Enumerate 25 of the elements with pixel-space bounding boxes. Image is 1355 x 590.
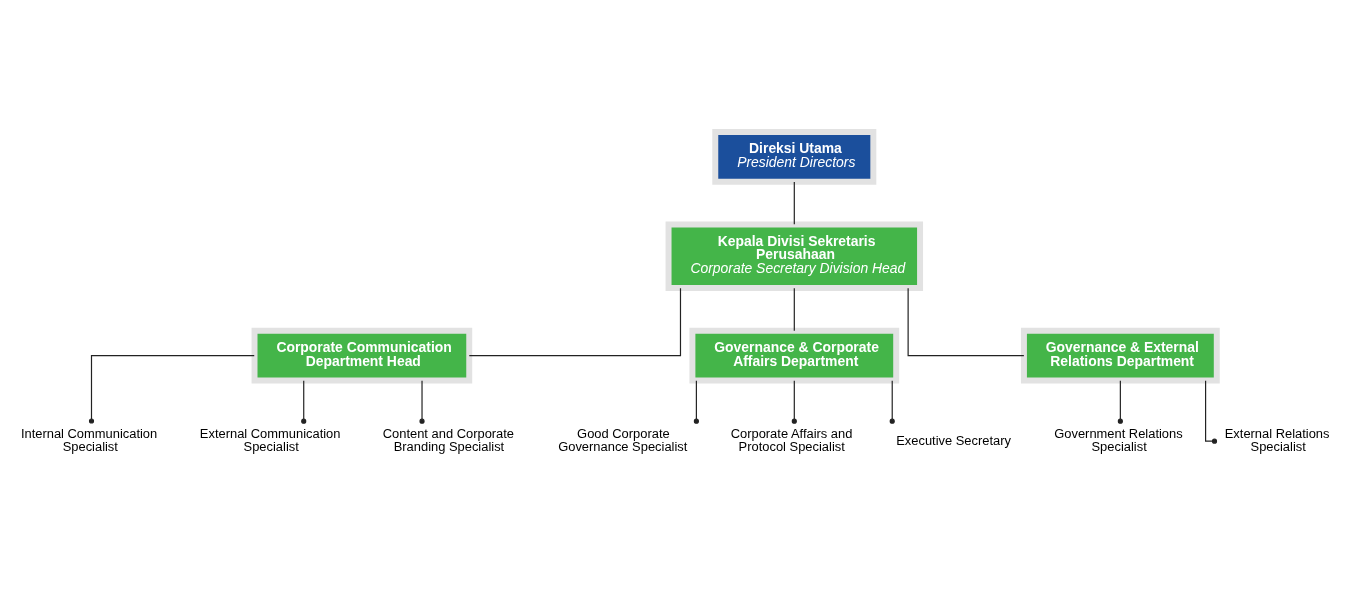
connector <box>907 287 1025 356</box>
connector <box>793 180 795 225</box>
node-box: Governance & External Relations Department <box>1020 327 1220 383</box>
connector <box>88 354 255 424</box>
connector <box>419 379 425 424</box>
connector <box>793 287 795 331</box>
node-text: Content and Corporate Branding Specialist <box>382 425 515 454</box>
connector <box>693 379 699 424</box>
node-box: Kepala Divisi Sekretaris Perusahaan Corporate Secretary Division Head <box>665 220 924 291</box>
connector <box>889 379 895 424</box>
node-text: Government Relations Specialist <box>1054 425 1183 454</box>
node-text: External Communication Specialist <box>199 425 341 454</box>
node-text: Good Corporate Governance Specialist <box>558 425 688 454</box>
connector <box>301 379 307 424</box>
connector <box>1205 379 1218 444</box>
node-box: Corporate Communication Department Head <box>251 327 473 383</box>
connector <box>791 379 797 424</box>
node-text: Executive Secretary <box>896 432 1011 448</box>
connector <box>1117 379 1123 424</box>
node-text: Corporate Affairs and Protocol Specialist <box>730 425 853 454</box>
node-text: Internal Communication Specialist <box>20 425 158 454</box>
connector <box>468 287 682 356</box>
node-text: External Relations Specialist <box>1224 425 1330 454</box>
node-box: Governance & Corporate Affairs Department <box>689 327 900 383</box>
node-box: Direksi Utama President Directors <box>712 128 877 185</box>
